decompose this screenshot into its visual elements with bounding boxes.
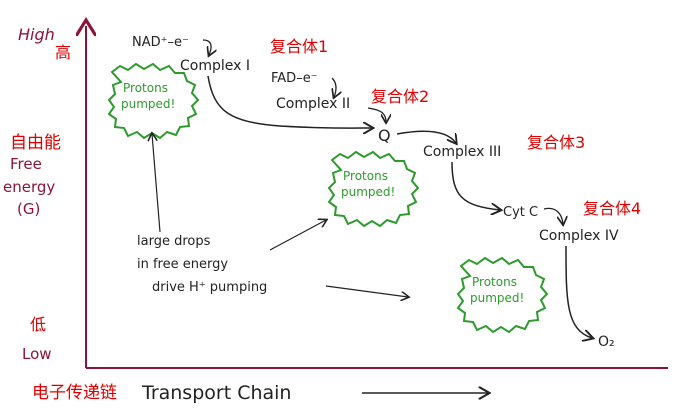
arrow-q-to-complex3 [396,130,456,143]
burst-3-outline [456,256,549,334]
complex-2-cn-label: 复合体2 [371,87,429,106]
y-high-label: High [18,25,55,44]
y-axis-label-free: Free [10,155,42,173]
nadh-label: NAD⁺–e⁻ [132,35,189,50]
complex-1-label: Complex I [180,58,250,74]
burst-3-line-2: pumped! [470,291,524,305]
burst-1-line-1: Protons [123,81,168,95]
y-low-label: Low [22,345,52,363]
note-arrow-to-burst-2 [269,220,326,251]
x-axis-cn-label: 电子传递链 [32,383,117,403]
y-axis-label-energy: energy [3,178,55,196]
fad-arrow [332,77,336,97]
protons-pumped-burst-1: Protons pumped! [107,62,200,140]
burst-1-line-2: pumped! [121,97,175,111]
x-axis-label: Transport Chain [141,382,291,404]
complex-3-cn-label: 复合体3 [527,133,585,152]
o2-label: O₂ [598,334,615,350]
complex-2-label: Complex II [276,96,350,112]
arrow-complex1-to-q [207,75,372,128]
note-arrow-to-burst-1 [152,134,161,233]
fad-label: FAD–e⁻ [271,71,318,86]
q-label: Q [378,126,391,145]
burst-1-outline [107,62,200,140]
arrow-complex2-to-q [367,107,386,122]
arrow-complex4-to-o2 [565,245,592,338]
complex-3-label: Complex III [423,144,501,160]
y-axis-label-g: (G) [17,200,40,218]
y-high-cn-label: 高 [55,43,71,62]
burst-3-line-1: Protons [472,275,517,289]
note-line-3: drive H⁺ pumping [152,280,267,295]
note-line-2: in free energy [137,257,228,272]
complex-1-cn-label: 复合体1 [270,37,328,56]
complex-4-cn-label: 复合体4 [583,199,641,218]
arrow-complex3-to-cytc [451,161,500,210]
y-axis-cn-label: 自由能 [10,133,61,153]
protons-pumped-burst-2: Protons pumped! [327,150,420,228]
note-arrow-to-burst-3 [325,285,408,297]
note-line-1: large drops [137,234,211,249]
burst-2-outline [327,150,420,228]
arrow-cytc-to-complex4 [543,207,563,224]
complex-4-label: Complex IV [539,228,619,244]
burst-2-line-2: pumped! [341,185,395,199]
burst-2-line-1: Protons [343,169,388,183]
protons-pumped-burst-3: Protons pumped! [456,256,549,334]
cytc-label: Cyt C [503,205,538,220]
nadh-arrow [202,39,211,55]
y-low-cn-label: 低 [30,315,46,334]
